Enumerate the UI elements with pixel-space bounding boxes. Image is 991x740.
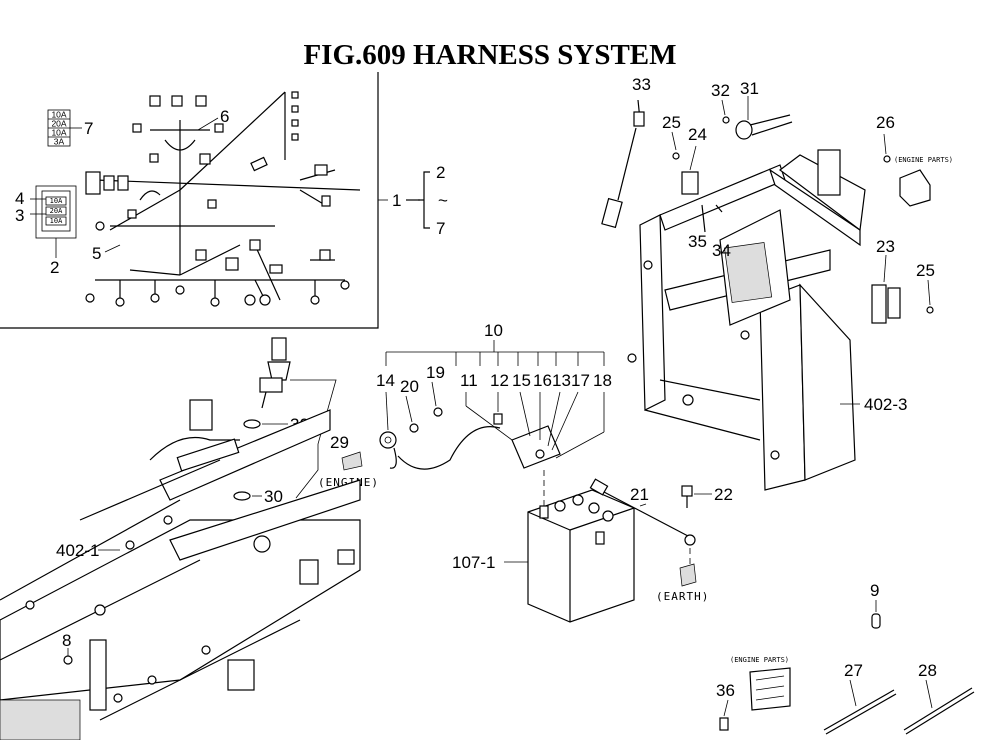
- callout-33: 33: [632, 75, 651, 94]
- engine-parts-note-top: (ENGINE PARTS): [894, 156, 953, 164]
- callout-3: 3: [15, 206, 24, 225]
- screw-25-top: [672, 152, 680, 160]
- callout-2: 2: [50, 258, 59, 277]
- callout-11: 11: [460, 371, 478, 390]
- callout-9: 9: [870, 581, 879, 600]
- callout-34: 34: [712, 241, 731, 260]
- callout-31: 31: [740, 79, 759, 98]
- earth-arrow-icon: [679, 563, 697, 587]
- cable-tie-28: [903, 679, 975, 735]
- callout-32: 32: [711, 81, 730, 100]
- callout-30-bottom: 30: [264, 487, 283, 506]
- callout-27: 27: [844, 661, 863, 680]
- pin-9: [871, 600, 881, 629]
- frame-402-3: [627, 149, 866, 491]
- earth-cable-21: [589, 478, 696, 570]
- clamp-31: [722, 114, 793, 140]
- engine-parts-note-bottom: (ENGINE PARTS): [730, 656, 789, 664]
- relay-24: [681, 171, 699, 195]
- fuse-rating-table: 10A 20A 10A 3A: [47, 110, 82, 147]
- earth-note: (EARTH): [656, 590, 709, 603]
- bracket-group-10: [385, 340, 605, 366]
- fuse-rating-2: 20A: [51, 119, 66, 129]
- callout-7-range-end: 7: [436, 219, 445, 238]
- callout-107-1: 107-1: [452, 553, 495, 572]
- bolt-8: [63, 648, 73, 665]
- callout-402-1: 402-1: [56, 541, 99, 560]
- callout-28: 28: [918, 661, 937, 680]
- wire-harness: [85, 91, 361, 307]
- callout-17: 17: [571, 371, 590, 390]
- callout-21: 21: [630, 485, 649, 504]
- range-symbol: ~: [438, 191, 448, 210]
- frame-402-1: [0, 399, 361, 740]
- pin-35: [701, 204, 706, 233]
- battery-107-1: [527, 470, 635, 623]
- relay-23: [871, 284, 901, 324]
- callout-402-3: 402-3: [864, 395, 907, 414]
- screw-25-right: [926, 306, 934, 314]
- callout-12: 12: [490, 371, 509, 390]
- regulator-engine-part: [719, 667, 791, 731]
- callout-6: 6: [220, 107, 229, 126]
- callout-7: 7: [84, 119, 93, 138]
- fuse-block: 10A 20A 10A: [30, 185, 77, 258]
- callout-4: 4: [15, 189, 24, 208]
- bolt-22: [681, 485, 712, 508]
- engine-arrow-icon: [341, 451, 363, 471]
- engine-part-26: [899, 169, 931, 207]
- callout-26: 26: [876, 113, 895, 132]
- callout-25-right: 25: [916, 261, 935, 280]
- callout-22: 22: [714, 485, 733, 504]
- callout-20: 20: [400, 377, 419, 396]
- screw-26: [883, 155, 891, 163]
- callout-5: 5: [92, 244, 101, 263]
- engine-note: (ENGINE): [318, 476, 379, 489]
- figure-title: FIG.609 HARNESS SYSTEM: [303, 39, 676, 71]
- callout-24: 24: [688, 125, 707, 144]
- harness-inset: 10A 20A 10A 3A 10A 20A 10A: [0, 72, 448, 329]
- sensor-29: [233, 337, 337, 501]
- callout-1: 1: [392, 191, 401, 210]
- callout-14: 14: [376, 371, 395, 390]
- callout-18: 18: [593, 371, 612, 390]
- fuse-rating-3: 10A: [51, 128, 66, 138]
- callout-13: 13: [552, 371, 571, 390]
- callout-35: 35: [688, 232, 707, 251]
- fuse-block-rating-2: 20A: [50, 207, 63, 215]
- cable-tie-27: [823, 679, 897, 735]
- cable-terminal-14: [379, 381, 501, 470]
- fuse-block-rating-3: 10A: [50, 217, 63, 225]
- fuse-rating-1: 10A: [51, 110, 66, 120]
- callout-23: 23: [876, 237, 895, 256]
- fuse-block-rating-1: 10A: [50, 197, 63, 205]
- terminal-cover: [465, 391, 605, 469]
- fuse-rating-4: 3A: [54, 137, 65, 147]
- callout-10: 10: [484, 321, 503, 340]
- callout-19: 19: [426, 363, 445, 382]
- callout-25-top: 25: [662, 113, 681, 132]
- callout-29: 29: [330, 433, 349, 452]
- callout-16: 16: [533, 371, 552, 390]
- rod-33: [601, 99, 645, 229]
- callout-2-range-start: 2: [436, 163, 445, 182]
- callout-8: 8: [62, 631, 71, 650]
- callout-15: 15: [512, 371, 531, 390]
- callout-36: 36: [716, 681, 735, 700]
